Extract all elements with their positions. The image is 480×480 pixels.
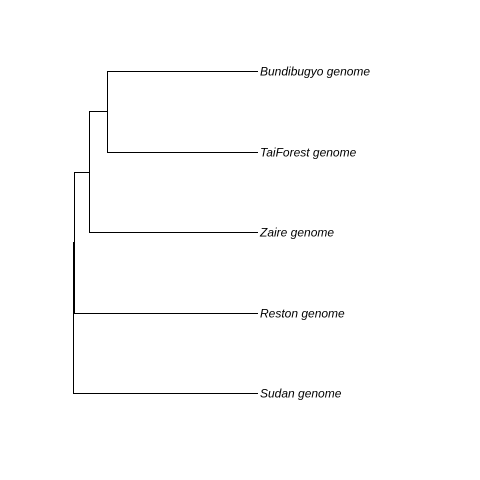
tip-label-zaire: Zaire genome [259,226,334,240]
tip-label-bundibugyo: Bundibugyo genome [260,65,370,79]
tip-label-sudan: Sudan genome [260,387,342,401]
tip-label-taiforest: TaiForest genome [260,146,357,160]
tip-label-reston: Reston genome [260,307,345,321]
